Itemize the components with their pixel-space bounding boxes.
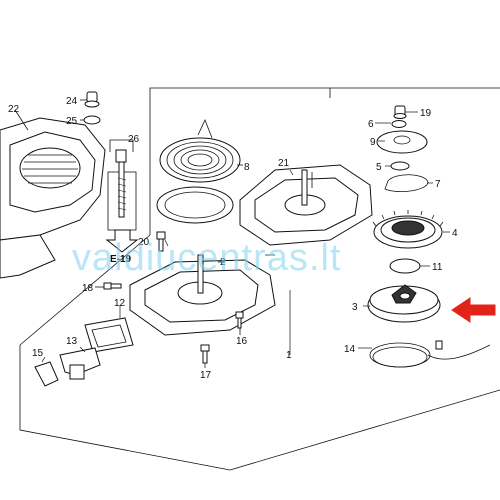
label-14: 14: [344, 344, 356, 355]
label-12: 12: [114, 298, 126, 309]
reference-label: E-19: [110, 254, 132, 265]
assembly-outline-diagonal: [19, 234, 151, 346]
label-11: 11: [432, 262, 443, 273]
bolt-18: [103, 282, 122, 290]
label-18: 18: [82, 283, 94, 294]
label-25: 25: [66, 116, 78, 127]
handle-grip: [59, 347, 101, 380]
watermark-text: valdiucentras.lt: [72, 237, 341, 279]
label-19: 19: [420, 108, 432, 119]
bolt-17: [200, 344, 210, 364]
engine-shroud: [0, 109, 106, 279]
ratchet-pulley: [372, 210, 444, 249]
spring-plate: [156, 186, 234, 224]
label-9: 9: [370, 137, 376, 148]
label-8: 8: [244, 162, 250, 173]
bolt-16: [235, 311, 244, 329]
label-16: 16: [236, 336, 248, 347]
nut-19: [393, 105, 407, 119]
assembly-outline-bottom-left: [19, 345, 231, 471]
friction-plate-11: [389, 258, 421, 274]
nut-24: [84, 91, 100, 108]
washer-25: [83, 115, 101, 125]
rope-guide: [34, 361, 59, 387]
label-4: 4: [452, 228, 458, 239]
label-5: 5: [376, 162, 382, 173]
label-1: 1: [286, 350, 292, 361]
washer-6: [391, 120, 407, 128]
handle-frame: [84, 317, 134, 353]
bolt-20: [156, 231, 166, 252]
assembly-outline-bottom-right: [229, 389, 500, 471]
label-22: 22: [8, 104, 20, 115]
label-2: 2: [220, 257, 226, 268]
label-26: 26: [128, 134, 140, 145]
label-21: 21: [278, 158, 290, 169]
starter-reel: [367, 284, 441, 323]
label-24: 24: [66, 96, 78, 107]
spring-clip-7: [384, 174, 429, 192]
label-3: 3: [352, 302, 358, 313]
recoil-spring: [159, 118, 241, 183]
stud-bolt-26: [107, 139, 137, 231]
cam-plate-9: [376, 130, 428, 154]
label-13: 13: [66, 336, 78, 347]
label-6: 6: [368, 119, 374, 130]
label-20: 20: [138, 237, 150, 248]
label-17: 17: [200, 370, 212, 381]
starter-rope: [369, 340, 491, 368]
assembly-outline-top: [149, 87, 500, 104]
label-15: 15: [32, 348, 44, 359]
highlight-arrow-icon: [451, 297, 496, 323]
reference-arrow-icon: [105, 229, 139, 253]
label-7: 7: [435, 179, 441, 190]
washer-5: [390, 161, 410, 171]
upper-housing: [239, 164, 373, 246]
